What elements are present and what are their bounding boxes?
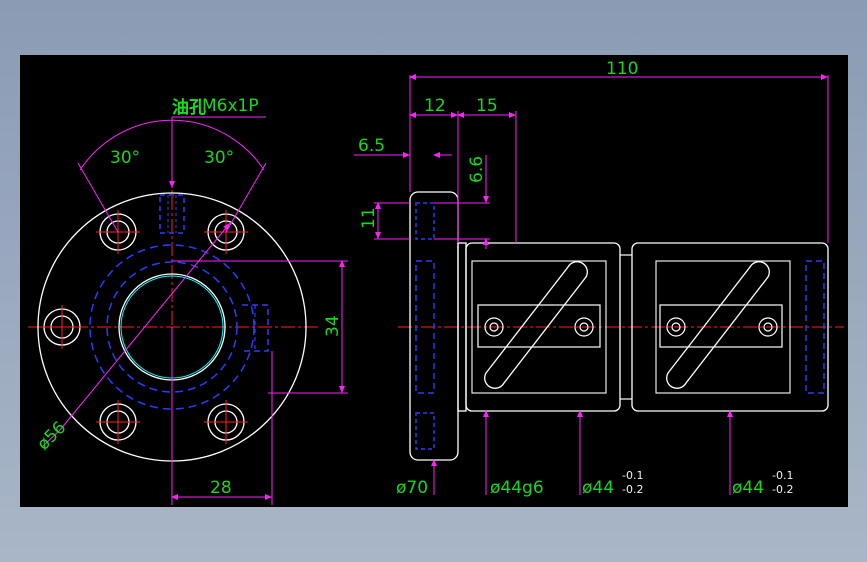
tol-lower-a: -0.2 xyxy=(622,483,643,496)
dia-56-label: ø56 xyxy=(33,418,70,455)
dim-34-label: 34 xyxy=(323,315,343,337)
tol-upper-b: -0.1 xyxy=(772,469,793,482)
dia-44-a-label: ø44 xyxy=(582,478,614,498)
return-tube-2 xyxy=(666,261,770,389)
dim-6-6-label: 6.6 xyxy=(467,156,487,183)
dim-11-label: 11 xyxy=(359,207,379,229)
tol-upper-a: -0.1 xyxy=(622,469,643,482)
hidden-body-circle xyxy=(89,244,255,410)
cad-canvas[interactable]: ø56 30° 30° 油孔 M6x1P 34 28 xyxy=(20,55,848,507)
thread-spec-label: M6x1P xyxy=(202,96,259,116)
dim-15-label: 15 xyxy=(476,96,498,116)
oil-hole xyxy=(159,194,185,234)
dia-44-b-label: ø44 xyxy=(732,478,764,498)
angle-right-label: 30° xyxy=(204,148,234,168)
dim-110-label: 110 xyxy=(606,59,638,79)
side-view: 110 12 15 6.5 6.6 11 ø70 ø44g6 ø44 -0.1 … xyxy=(354,59,844,498)
dim-12-label: 12 xyxy=(424,96,446,116)
nut-body-1 xyxy=(465,242,621,412)
dia-70-label: ø70 xyxy=(396,478,428,498)
return-tube-1 xyxy=(484,261,588,389)
dim-6-5-label: 6.5 xyxy=(358,136,385,156)
front-view: ø56 30° 30° 油孔 M6x1P 34 28 xyxy=(28,96,348,505)
dim-28-label: 28 xyxy=(210,478,232,498)
hidden-inner-circle xyxy=(106,261,238,393)
retainer-plate-1 xyxy=(477,304,601,348)
dia-44g6-label: ø44g6 xyxy=(490,478,544,498)
technical-drawing: ø56 30° 30° 油孔 M6x1P 34 28 xyxy=(28,59,844,505)
oil-hole-note: 油孔 xyxy=(172,97,206,118)
tol-lower-b: -0.2 xyxy=(772,483,793,496)
angle-left-label: 30° xyxy=(110,148,140,168)
